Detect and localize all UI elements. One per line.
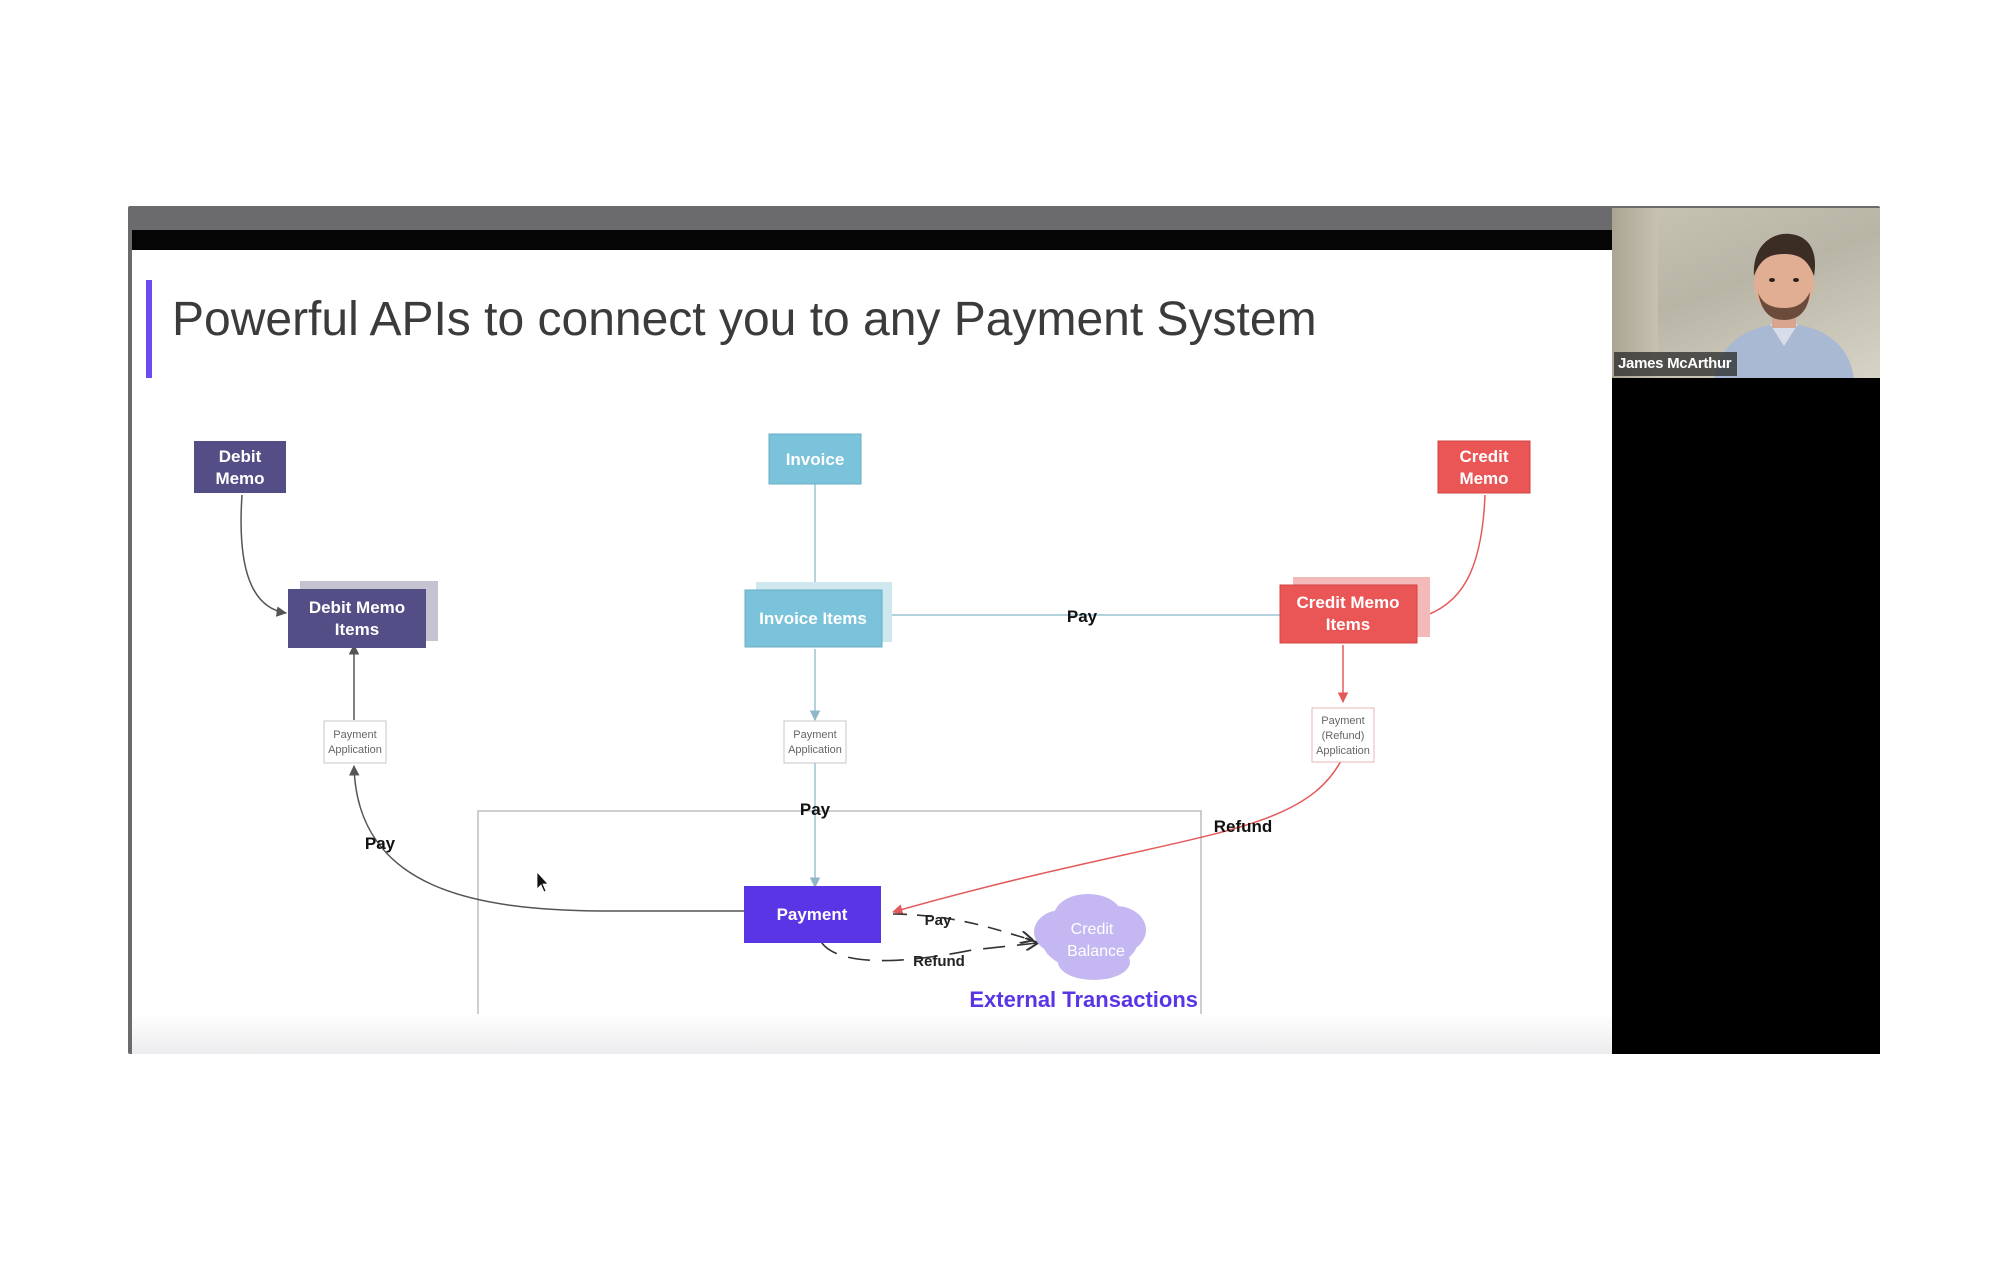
debit-memo-node[interactable] [194, 441, 286, 493]
invoice-payment-application-box [783, 720, 847, 764]
credit-balance-cloud[interactable] [1034, 894, 1146, 980]
credit-memo-items-node[interactable] [1279, 584, 1418, 644]
edge-payment-to-credit-balance-refund [819, 940, 1037, 962]
debit-memo-label-line1: Debit [219, 447, 262, 466]
participant-video-image [1714, 233, 1854, 378]
invoice-items-label: Invoice Items [759, 609, 867, 628]
participant-name-label: James McArthur [1614, 352, 1738, 376]
payment-node[interactable] [744, 886, 881, 943]
invoice-items-node[interactable] [744, 589, 883, 648]
credit-memo-items-label-line2: Items [1326, 615, 1370, 634]
credit-application-line3: Application [1316, 745, 1370, 757]
credit-memo-items-label-line1: Credit Memo [1297, 593, 1400, 612]
debit-memo-label-line2: Memo [215, 469, 264, 488]
invoice-node[interactable] [768, 433, 862, 485]
edge-label-credit-refund: Refund [1214, 817, 1273, 836]
payment-label: Payment [777, 905, 848, 924]
credit-balance-label-line2: Balance [1067, 943, 1125, 960]
screen-share-top-bar [132, 230, 1612, 250]
payment-flow-diagram: External Transactions Debit Memo Debit M… [194, 433, 1531, 1021]
credit-application-line1: Payment [1321, 715, 1364, 727]
presentation-slide: Powerful APIs to connect you to any Paym… [132, 250, 1612, 1054]
debit-application-line1: Payment [333, 729, 376, 741]
debit-application-line2: Application [328, 744, 382, 756]
debit-memo-items-label-line2: Items [335, 620, 379, 639]
credit-memo-node[interactable] [1437, 440, 1531, 494]
invoice-label: Invoice [786, 450, 845, 469]
edge-label-invoice-credit-pay: Pay [1067, 607, 1098, 626]
mouse-cursor-icon [536, 870, 549, 893]
edge-credit-app-to-payment [891, 756, 1344, 915]
debit-payment-application-box [323, 720, 387, 764]
credit-memo-label-line1: Credit [1459, 447, 1508, 466]
credit-application-line2: (Refund) [1322, 730, 1365, 742]
invoice-application-line2: Application [788, 744, 842, 756]
edge-label-invoice-payment-pay: Pay [800, 800, 831, 819]
debit-memo-items-label-line1: Debit Memo [309, 598, 405, 617]
edge-label-debit-pay: Pay [365, 834, 396, 853]
edge-debit-memo-to-items [240, 494, 288, 617]
title-accent-bar [146, 280, 152, 378]
video-background [1612, 208, 1658, 378]
credit-memo-label-line2: Memo [1459, 469, 1508, 488]
edge-payment-to-credit-balance [892, 913, 1032, 940]
edge-label-credit-balance-refund: Refund [913, 953, 965, 970]
participant-panel: James McArthur [1612, 208, 1880, 1054]
invoice-application-line1: Payment [793, 729, 836, 741]
external-transactions-label: External Transactions [969, 987, 1198, 1012]
credit-balance-label-line1: Credit [1071, 921, 1114, 938]
debit-memo-items-node[interactable] [288, 589, 426, 648]
edge-credit-memo-to-items [1416, 494, 1486, 621]
participant-video-tile[interactable]: James McArthur [1612, 208, 1880, 378]
slide-bottom-shadow [132, 1014, 1612, 1054]
credit-refund-application-box [1311, 707, 1375, 763]
edge-label-credit-balance-pay: Pay [925, 912, 952, 929]
edge-payment-to-debit-app [348, 764, 759, 912]
slide-title: Powerful APIs to connect you to any Paym… [172, 293, 1317, 346]
